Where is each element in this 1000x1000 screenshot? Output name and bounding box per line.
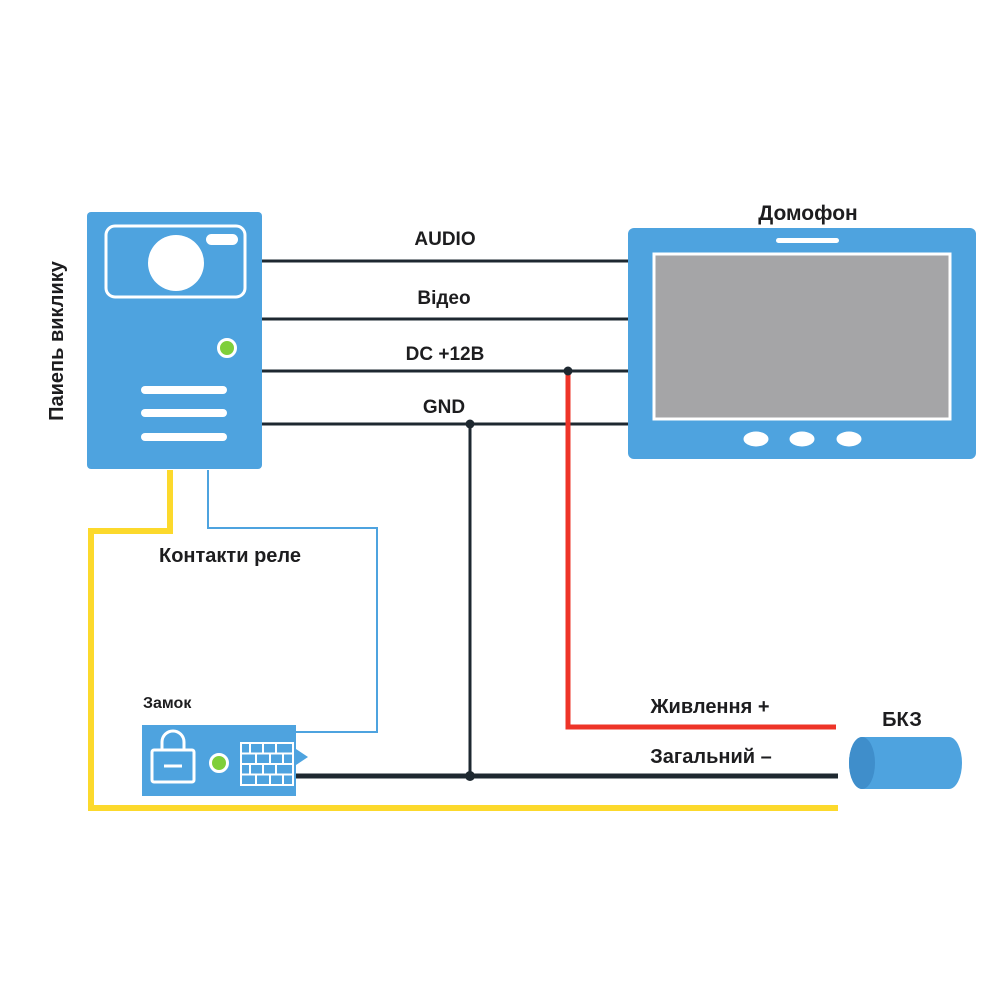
relay-contacts-label: Контакти реле	[159, 545, 301, 567]
psu-label: БКЗ	[882, 709, 922, 731]
power-supply: БКЗ	[849, 709, 962, 789]
power-plus-wire	[565, 371, 836, 730]
yellow-wire	[88, 470, 838, 811]
monitor-top-bar	[776, 238, 839, 243]
video-label: Відео	[417, 288, 470, 309]
monitor-button-2	[789, 431, 815, 447]
call-panel: Паиепь виклику	[46, 212, 262, 469]
lock-led	[209, 753, 229, 773]
relay-wire	[207, 470, 378, 733]
lock-label: Замок	[143, 695, 192, 712]
audio-label: AUDIO	[414, 229, 475, 250]
monitor-label: Домофон	[758, 202, 857, 225]
monitor-screen	[652, 252, 952, 421]
padlock-icon	[150, 729, 196, 784]
dc-label: DC +12В	[406, 344, 485, 365]
call-panel-body	[87, 212, 262, 469]
speaker-line-2	[141, 409, 227, 417]
arrow-right-icon	[296, 749, 308, 765]
monitor-button-1	[743, 431, 769, 447]
psu-body	[849, 737, 962, 789]
wires	[88, 259, 838, 811]
power-plus-label: Живлення +	[649, 696, 769, 718]
monitor-button-3	[836, 431, 862, 447]
camera-slot	[206, 234, 238, 245]
speaker-line-3	[141, 433, 227, 441]
common-minus-label: Загальний –	[650, 746, 771, 768]
camera-window	[104, 224, 247, 299]
gnd-label: GND	[423, 397, 465, 418]
wire-labels: AUDIO Відео DC +12В GND Контакти реле Жи…	[159, 229, 772, 768]
camera-lens-icon	[148, 235, 204, 291]
call-panel-label: Паиепь виклику	[46, 260, 68, 421]
brick-wall-icon	[240, 742, 294, 786]
psu-end-cap	[849, 737, 875, 789]
junction-dot-common	[465, 771, 475, 781]
junction-dot-dc	[563, 366, 573, 376]
speaker-line-1	[141, 386, 227, 394]
lock: Замок	[142, 695, 308, 796]
junction-dot-gnd	[465, 419, 475, 429]
monitor: Домофон	[628, 202, 976, 459]
call-panel-led	[217, 338, 237, 358]
